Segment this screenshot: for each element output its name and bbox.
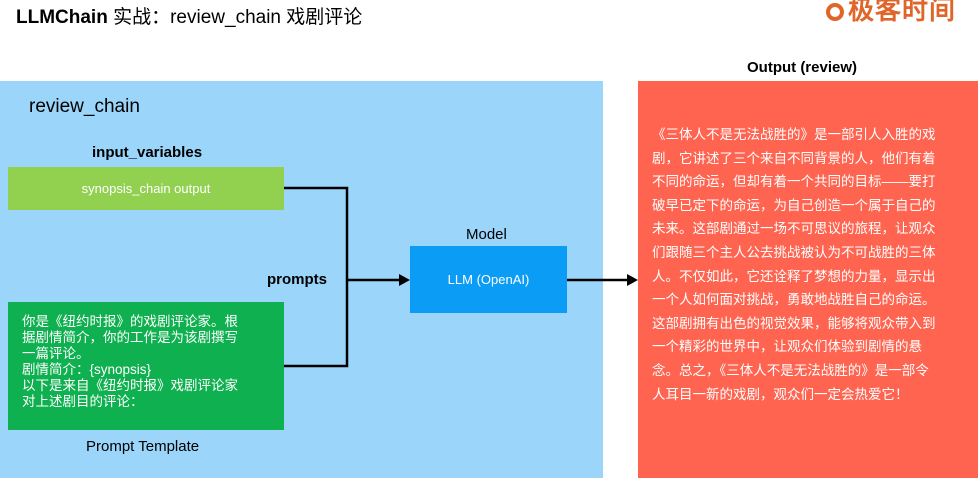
template-connector — [284, 280, 349, 368]
template-line: 对上述剧目的评论： — [22, 394, 144, 409]
llm-box: LLM (OpenAI) — [410, 246, 567, 313]
logo-text: 极客时间 — [848, 0, 957, 25]
output-line: 未来。这部剧通过一场不可思议的旅程，让观众 — [652, 221, 936, 237]
output-panel — [638, 81, 978, 478]
output-line: 一个精彩的世界中，让观众们体验到剧情的悬 — [652, 339, 922, 355]
output-line: 这部剧拥有出色的视觉效果，能够将观众带入到 — [652, 315, 936, 331]
llm-name: LLM (OpenAI) — [447, 272, 530, 287]
output-line: 不同的命运，但却有着一个共同的目标——要打 — [652, 174, 936, 190]
title-en: LLMChain — [16, 7, 108, 28]
chain-title: review_chain — [29, 96, 140, 117]
input-variable-box: synopsis_chain output — [8, 167, 284, 210]
output-arrowhead — [627, 274, 638, 286]
template-line: 以下是来自《纽约时报》戏剧评论家 — [22, 378, 238, 393]
page-title: LLMChain 实战：review_chain 戏剧评论 — [16, 2, 362, 29]
output-line: 们跟随三个主人公去挑战被认为不可战胜的三体 — [652, 244, 936, 260]
output-line: 破早已定下的命运，为自己创造一个属于自己的 — [652, 197, 936, 213]
input-variable-text: synopsis_chain output — [81, 181, 211, 196]
output-line: 一个人如何面对挑战，勇敢地战胜自己的命运。 — [652, 292, 936, 308]
prompts-label: prompts — [267, 271, 327, 288]
output-line: 念。总之，《三体人不是无法战胜的》是一部令 — [652, 362, 929, 378]
template-line: 你是《纽约时报》的戏剧评论家。根 — [22, 314, 238, 329]
output-line: 人耳目一新的戏剧，观众们一定会热爱它！ — [652, 386, 909, 402]
output-line: 人。不仅如此，它还诠释了梦想的力量，显示出 — [652, 268, 936, 284]
output-text: 《三体人不是无法战胜的》是一部引人入胜的戏 剧，它讲述了三个来自不同背景的人，他… — [652, 123, 972, 406]
prompts-arrowhead — [399, 274, 410, 286]
logo-icon — [826, 3, 844, 22]
model-label: Model — [466, 226, 507, 243]
output-label: Output (review) — [747, 59, 858, 76]
input-connector — [284, 186, 349, 280]
brand-logo: 极客时间 — [826, 0, 956, 27]
title-cn: 实战：review_chain 戏剧评论 — [107, 7, 363, 28]
template-line: 剧情简介：{synopsis} — [22, 362, 152, 377]
template-line: 一篇评论。 — [22, 346, 90, 361]
prompt-template-box: 你是《纽约时报》的戏剧评论家。根 据剧情简介，你的工作是为该剧撰写 一篇评论。 … — [8, 302, 284, 430]
output-line: 剧，它讲述了三个来自不同背景的人，他们有着 — [652, 150, 936, 166]
input-variables-label: input_variables — [92, 144, 203, 161]
output-line: 《三体人不是无法战胜的》是一部引人入胜的戏 — [652, 127, 936, 142]
template-line: 据剧情简介，你的工作是为该剧撰写 — [22, 330, 238, 345]
prompt-template-label: Prompt Template — [86, 438, 200, 455]
